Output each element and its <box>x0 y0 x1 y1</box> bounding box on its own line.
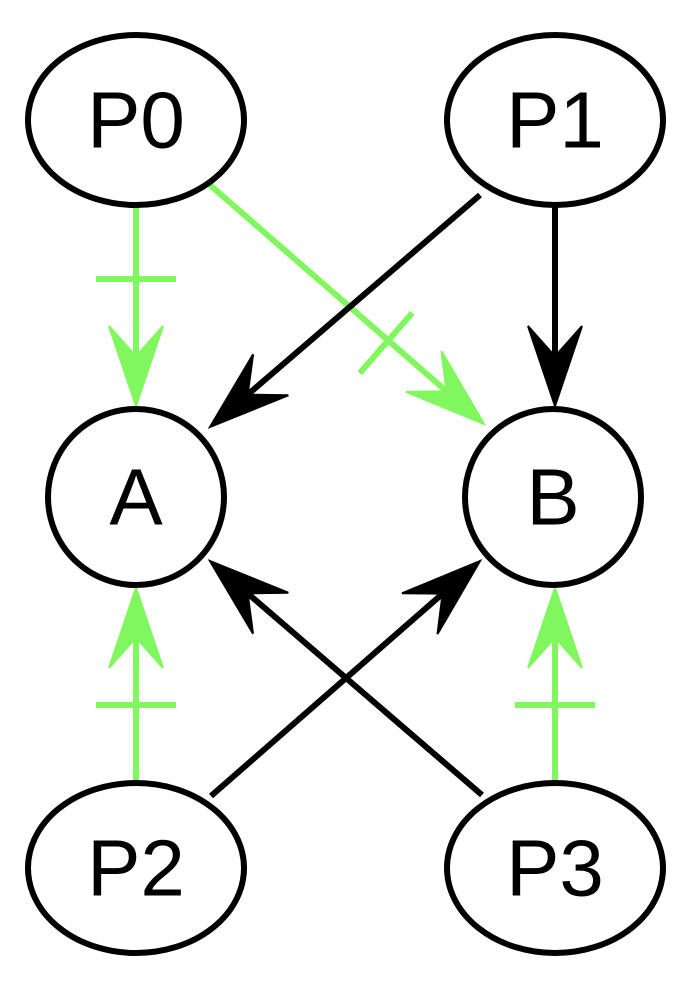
node-p1-label: P1 <box>506 76 604 165</box>
arrowhead <box>108 584 164 669</box>
node-a-label: A <box>109 453 163 542</box>
node-p3-label: P3 <box>506 824 604 913</box>
edge-tick <box>357 310 415 376</box>
arrowhead <box>527 584 583 669</box>
node-p1: P1 <box>444 32 666 208</box>
edge-p0-to-b <box>208 182 487 427</box>
edge-p2-to-b <box>209 558 483 799</box>
edge-p2-to-a <box>96 584 176 783</box>
edges-layer <box>96 182 595 799</box>
arrowhead <box>207 353 289 430</box>
edge-p3-to-a <box>207 558 484 798</box>
node-a: A <box>45 406 227 588</box>
node-p3: P3 <box>444 780 666 956</box>
arrowhead <box>108 325 164 410</box>
arrowhead <box>207 558 289 635</box>
node-p2: P2 <box>25 780 247 956</box>
nodes-layer: P0 P1 A B P2 P3 <box>25 32 666 956</box>
node-p0-label: P0 <box>87 76 185 165</box>
arrowhead <box>401 558 483 635</box>
edge-p0-to-a <box>96 206 176 410</box>
arrowhead <box>405 350 487 427</box>
edge-line <box>245 591 484 798</box>
edge-line <box>245 192 482 397</box>
arrowhead <box>527 325 583 410</box>
edge-p1-to-b <box>527 206 583 410</box>
edge-line <box>208 182 449 394</box>
edge-line <box>209 591 445 799</box>
node-b-label: B <box>526 453 579 542</box>
edge-p3-to-b <box>515 584 595 783</box>
node-p0: P0 <box>25 32 247 208</box>
node-p2-label: P2 <box>87 824 185 913</box>
node-b: B <box>462 406 644 588</box>
edge-p1-to-a <box>207 192 482 430</box>
